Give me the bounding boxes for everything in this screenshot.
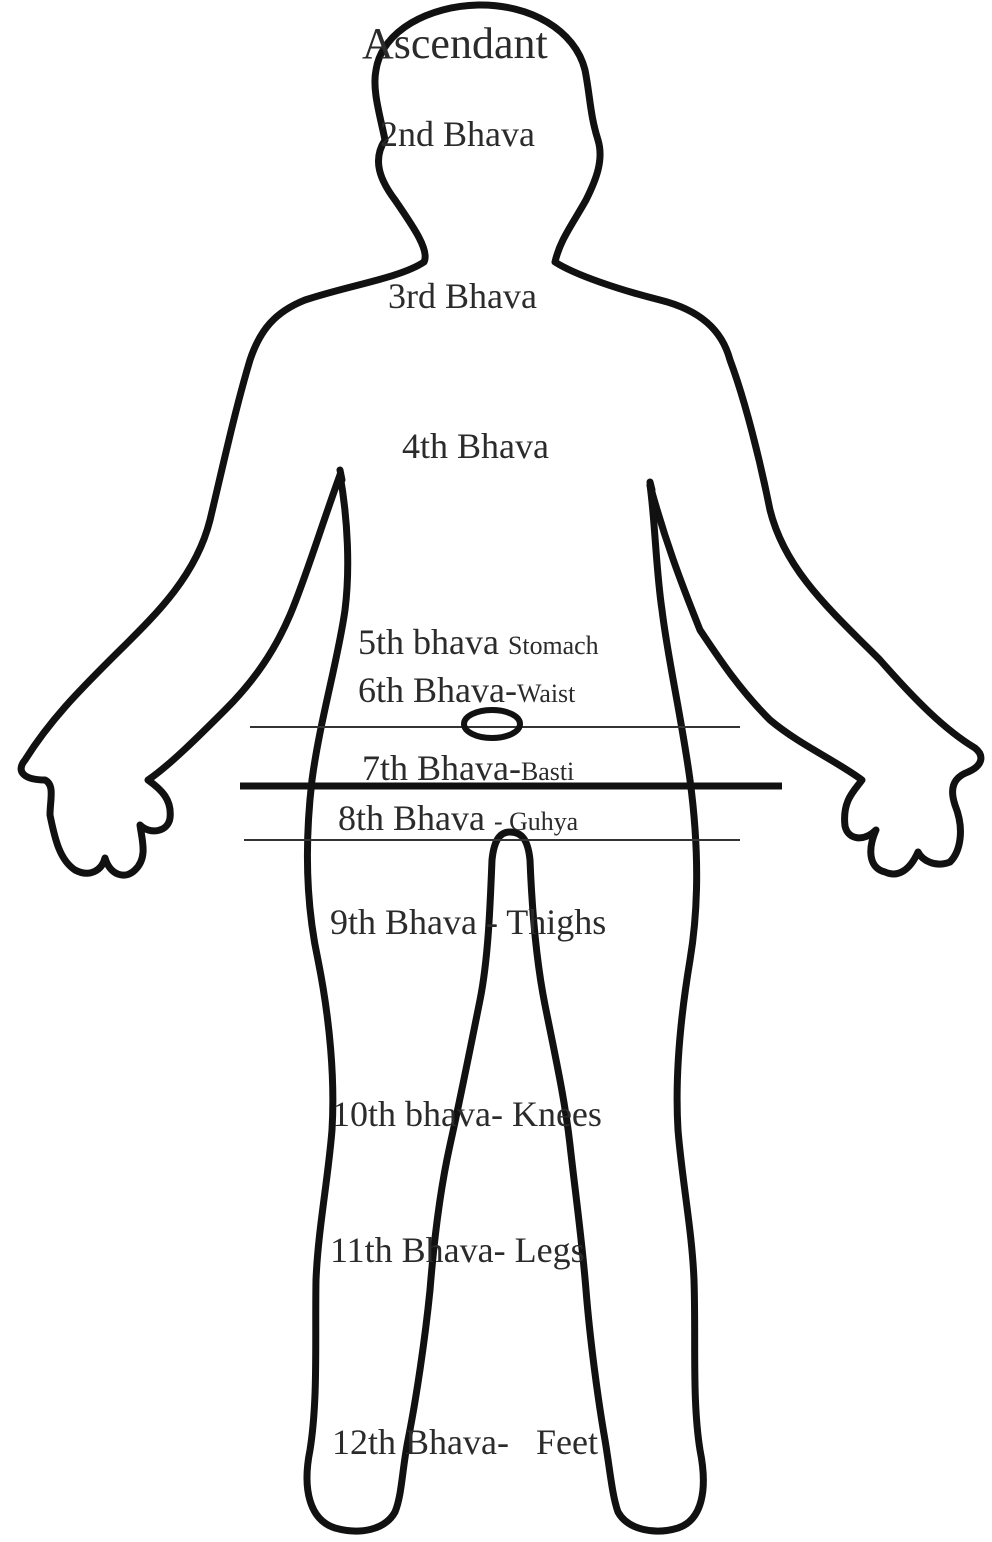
ascendant-label: Ascendant: [362, 22, 548, 66]
bhava-7-part: Basti: [521, 757, 574, 786]
bhava-9-label: 9th Bhava - Thighs: [330, 904, 606, 940]
navel-ellipse: [464, 710, 520, 738]
bhava-10-label: 10th bhava- Knees: [332, 1096, 602, 1132]
bhava-7-main: 7th Bhava-: [362, 748, 521, 788]
bhava-11-label: 11th Bhava- Legs: [330, 1232, 585, 1268]
bhava-3-label: 3rd Bhava: [388, 278, 537, 314]
bhava-7-label: 7th Bhava-Basti: [362, 750, 574, 786]
bhava-5-part: Stomach: [508, 631, 599, 660]
bhava-8-label: 8th Bhava - Guhya: [338, 800, 578, 836]
bhava-6-label: 6th Bhava-Waist: [358, 672, 575, 708]
bhava-4-label: 4th Bhava: [402, 428, 549, 464]
bhava-2-label: 2nd Bhava: [380, 116, 535, 152]
bhava-12-label: 12th Bhava- Feet: [332, 1424, 598, 1460]
bhava-6-part: Waist: [517, 679, 575, 708]
bhava-6-main: 6th Bhava-: [358, 670, 517, 710]
bhava-8-part: - Guhya: [494, 807, 578, 836]
right-armpit-mark: [650, 482, 652, 490]
bhava-5-label: 5th bhava Stomach: [358, 624, 599, 660]
bhava-8-main: 8th Bhava: [338, 798, 485, 838]
left-armpit-mark: [340, 470, 342, 480]
bhava-5-main: 5th bhava: [358, 622, 499, 662]
